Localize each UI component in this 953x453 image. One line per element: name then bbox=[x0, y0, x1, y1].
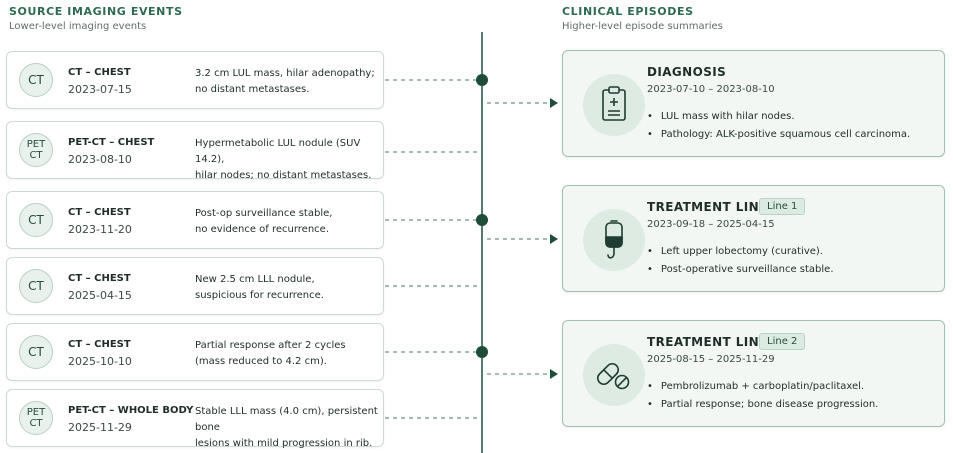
arrowhead-episode-3 bbox=[550, 369, 558, 379]
event-modality: CT – CHEST bbox=[68, 67, 131, 78]
episode-card-diagnosis[interactable]: DIAGNOSIS 2023-07-10 – 2023-08-10 LUL ma… bbox=[562, 50, 945, 157]
modality-badge: PET CT bbox=[19, 401, 53, 435]
timeline-node-1 bbox=[476, 74, 488, 86]
clipboard-icon bbox=[583, 74, 645, 136]
episode-title: TREATMENT LINE bbox=[647, 335, 768, 349]
episode-bullets: LUL mass with hilar nodes. Pathology: AL… bbox=[647, 108, 910, 144]
event-modality: CT – CHEST bbox=[68, 339, 131, 350]
event-modality: PET-CT – WHOLE BODY bbox=[68, 405, 194, 416]
episode-bullets: Left upper lobectomy (curative). Post-op… bbox=[647, 243, 834, 279]
imaging-event-card[interactable]: CT CT – CHEST 2025-04-15 New 2.5 cm LLL … bbox=[6, 257, 384, 315]
event-description: New 2.5 cm LLL nodule,suspicious for rec… bbox=[195, 274, 324, 301]
event-modality: CT – CHEST bbox=[68, 207, 131, 218]
imaging-event-card[interactable]: PET CT PET-CT – CHEST 2023-08-10 Hyperme… bbox=[6, 121, 384, 181]
line-tag: Line 1 bbox=[759, 198, 806, 215]
arrowhead-episode-2 bbox=[550, 234, 558, 244]
event-date: 2025-11-29 bbox=[68, 421, 132, 434]
event-description: Hypermetabolic LUL nodule (SUV 14.2),hil… bbox=[195, 138, 372, 181]
episode-card-treatment-line-2[interactable]: TREATMENT LINE Line 2 2025-08-15 – 2025-… bbox=[562, 320, 945, 427]
timeline-node-3 bbox=[476, 346, 488, 358]
imaging-event-card[interactable]: CT CT – CHEST 2025-10-10 Partial respons… bbox=[6, 323, 384, 381]
modality-badge: CT bbox=[19, 63, 53, 97]
event-description: 3.2 cm LUL mass, hilar adenopathy;no dis… bbox=[195, 68, 375, 95]
event-modality: PET-CT – CHEST bbox=[68, 137, 155, 148]
imaging-event-card[interactable]: PET CT PET-CT – WHOLE BODY 2025-11-29 St… bbox=[6, 389, 384, 449]
event-date: 2023-11-20 bbox=[68, 223, 132, 236]
timeline-node-2 bbox=[476, 214, 488, 226]
source-section-subtitle: Lower-level imaging events bbox=[9, 21, 147, 32]
pills-icon bbox=[583, 344, 645, 406]
source-section-title: SOURCE IMAGING EVENTS bbox=[9, 5, 183, 18]
event-date: 2023-07-15 bbox=[68, 83, 132, 96]
event-description: Stable LLL mass (4.0 cm), persistent bon… bbox=[195, 406, 378, 449]
event-date: 2025-10-10 bbox=[68, 355, 132, 368]
modality-badge: CT bbox=[19, 335, 53, 369]
line-tag: Line 2 bbox=[759, 333, 806, 350]
episodes-section-title: CLINICAL EPISODES bbox=[562, 5, 694, 18]
episode-bullets: Pembrolizumab + carboplatin/paclitaxel. … bbox=[647, 378, 878, 414]
episode-title: DIAGNOSIS bbox=[647, 65, 727, 79]
episode-title: TREATMENT LINE bbox=[647, 200, 768, 214]
event-description: Post-op surveillance stable,no evidence … bbox=[195, 208, 333, 235]
modality-badge: CT bbox=[19, 203, 53, 237]
episode-date-range: 2023-09-18 – 2025-04-15 bbox=[647, 219, 775, 230]
modality-badge: PET CT bbox=[19, 133, 53, 167]
modality-badge: CT bbox=[19, 269, 53, 303]
iv-bag-icon bbox=[583, 209, 645, 271]
event-modality: CT – CHEST bbox=[68, 273, 131, 284]
arrowhead-episode-1 bbox=[550, 98, 558, 108]
episode-card-treatment-line-1[interactable]: TREATMENT LINE Line 1 2023-09-18 – 2025-… bbox=[562, 185, 945, 292]
event-date: 2025-04-15 bbox=[68, 289, 132, 302]
episode-date-range: 2025-08-15 – 2025-11-29 bbox=[647, 354, 775, 365]
episodes-section-subtitle: Higher-level episode summaries bbox=[562, 21, 723, 32]
imaging-event-card[interactable]: CT CT – CHEST 2023-11-20 Post-op surveil… bbox=[6, 191, 384, 249]
event-date: 2023-08-10 bbox=[68, 153, 132, 166]
imaging-event-card[interactable]: CT CT – CHEST 2023-07-15 3.2 cm LUL mass… bbox=[6, 51, 384, 109]
event-description: Partial response after 2 cycles(mass red… bbox=[195, 340, 346, 367]
episode-date-range: 2023-07-10 – 2023-08-10 bbox=[647, 84, 775, 95]
